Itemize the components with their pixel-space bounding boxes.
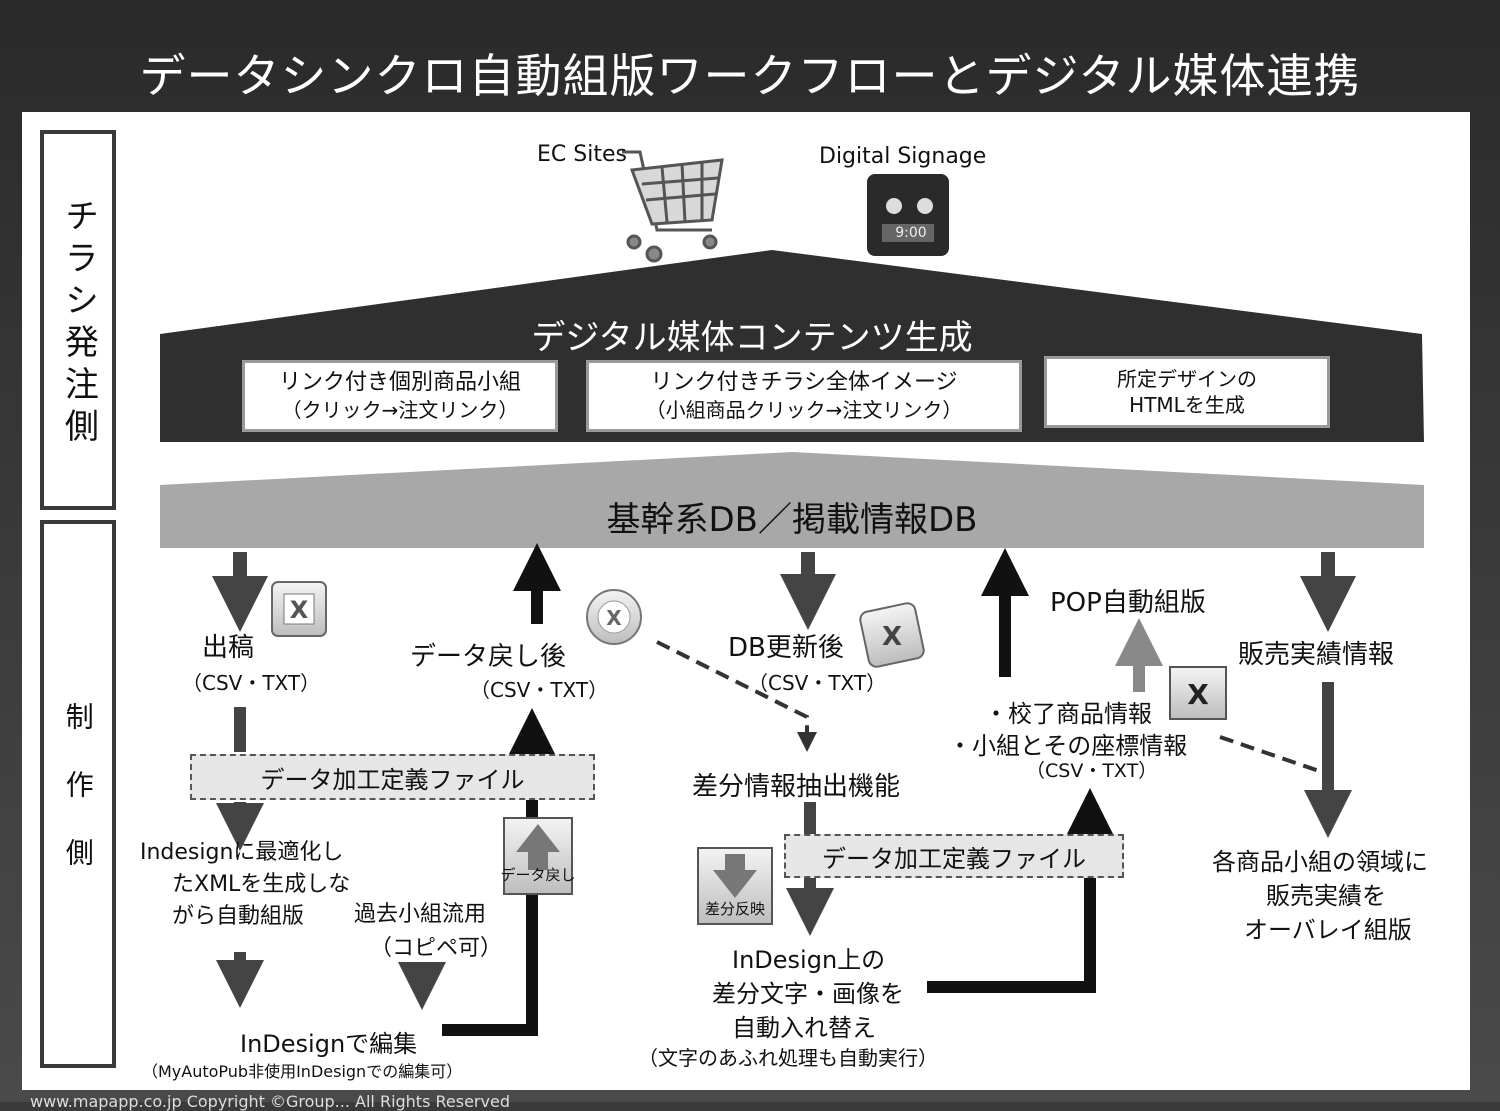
data-return-button-icon [503,817,573,895]
production-side-box: 制作側 [40,520,116,1068]
proofed-format: （CSV・TXT） [1026,760,1158,782]
replace-line: InDesign上の [732,946,886,974]
client-side-box: チラシ発注側 [40,130,116,510]
database-label: 基幹系DB／掲載情報DB [606,500,978,540]
xml-gen-line: たXMLを生成しな [172,872,351,897]
overlay-line: 販売実績を [1266,882,1386,910]
diff-extract-label: 差分情報抽出機能 [692,772,901,802]
diagram-panel: チラシ発注側 制作側 [22,112,1470,1090]
csv-file-icon: X [586,589,642,645]
reuse-line: 過去小組流用 [354,902,487,927]
data-return-button-label: データ戻し [500,866,576,884]
return-data-label: データ戻し後 [410,642,567,672]
production-side-label: 制作側 [61,702,95,906]
csv-file-icon: X [271,581,327,637]
edit-label: InDesignで編集 [240,1030,418,1058]
svg-text:X: X [290,596,309,624]
return-data-format: （CSV・TXT） [470,678,609,702]
signage-clock-text: 9:00 [895,225,927,241]
submit-format: （CSV・TXT） [182,671,321,695]
process-definition-bar: データ加工定義ファイル [784,834,1124,878]
roof-box: 所定デザインの HTMLを生成 [1044,356,1330,428]
database-banner [160,452,1424,548]
sales-label: 販売実績情報 [1238,640,1395,670]
client-side-label: チラシ発注側 [58,198,99,450]
submit-label: 出稿 [202,633,255,663]
csv-file-icon: X [859,602,925,668]
replace-line: 自動入れ替え [732,1014,876,1042]
roof-box-line: HTMLを生成 [1129,393,1245,417]
overlay-line: 各商品小組の領域に [1212,848,1428,876]
shopping-cart-icon [622,150,724,263]
slide-title: データシンクロ自動組版ワークフローとデジタル媒体連携 [139,49,1361,103]
pop-label: POP自動組版 [1050,588,1206,618]
svg-text:X: X [882,622,902,652]
replace-note: （文字のあふれ処理も自動実行） [638,1046,938,1070]
overlay-line: オーバレイ組版 [1244,916,1412,944]
diff-reflect-button-icon [697,847,773,925]
db-update-label: DB更新後 [728,633,844,663]
xml-gen-line: がら自動組版 [172,904,305,929]
svg-text:X: X [606,606,622,630]
xml-gen-line: Indesignに最適化し [140,840,344,865]
roof-box-line: （クリック→注文リンク） [281,398,519,423]
ec-sites-label: EC Sites [537,142,627,167]
roof-box: リンク付きチラシ全体イメージ （小組商品クリック→注文リンク） [586,360,1022,432]
edit-note: （MyAutoPub非使用InDesignでの編集可） [142,1062,463,1081]
roof-box: リンク付き個別商品小組 （クリック→注文リンク） [242,360,558,432]
dashed-proofed-to-sales [1219,735,1323,774]
reuse-line: （コピペ可） [370,936,503,961]
diff-reflect-button-label: 差分反映 [704,900,765,918]
db-update-format: （CSV・TXT） [748,671,887,695]
svg-text:X: X [1187,678,1209,711]
roof-box-line: リンク付きチラシ全体イメージ [650,369,958,395]
proofed-line: ・校了商品情報 [984,700,1152,728]
roof-box-line: （小組商品クリック→注文リンク） [645,398,963,423]
roof-title: デジタル媒体コンテンツ生成 [531,318,973,358]
csv-file-icon: X [1169,666,1227,720]
digital-signage-label: Digital Signage [819,144,987,169]
proofed-line: ・小組とその座標情報 [948,732,1188,760]
roof-box-line: リンク付き個別商品小組 [278,369,521,395]
replace-line: 差分文字・画像を [712,980,904,1008]
digital-signage-icon [867,174,949,256]
process-definition-bar: データ加工定義ファイル [190,754,595,800]
dashed-return-to-diff [656,640,817,752]
roof-box-line: 所定デザインの [1117,367,1257,391]
